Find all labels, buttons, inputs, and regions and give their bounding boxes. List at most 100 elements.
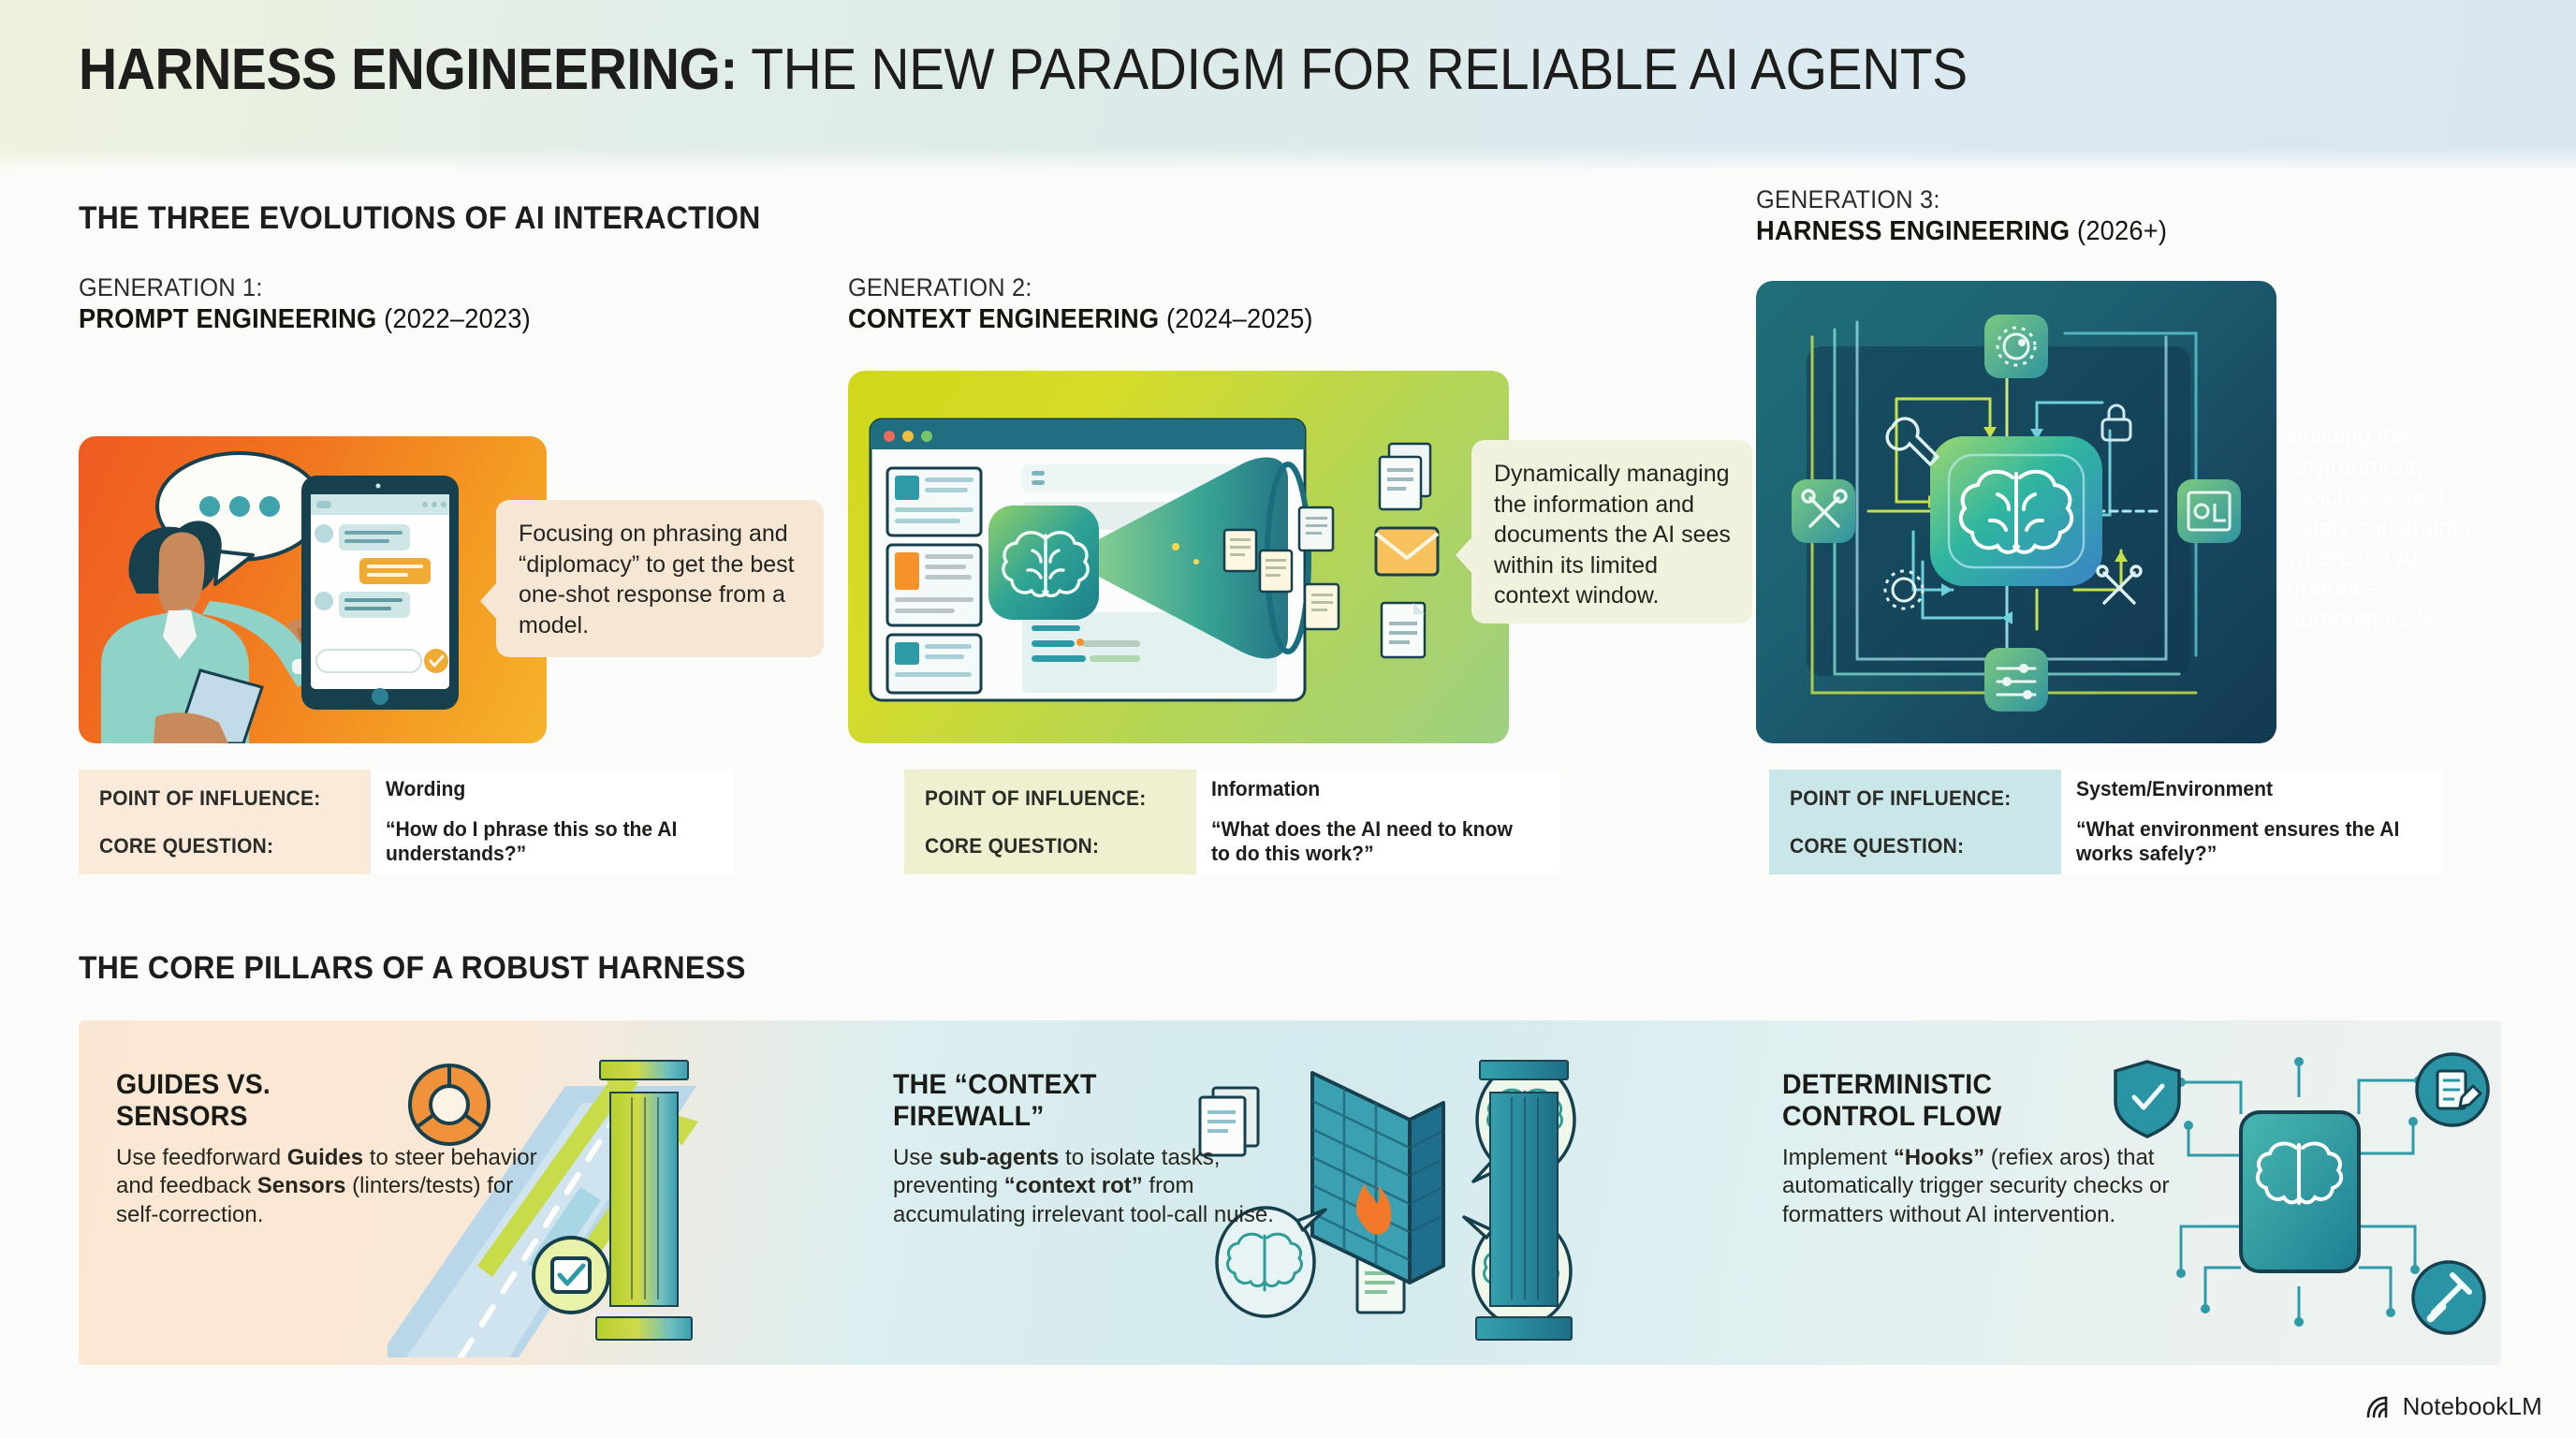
column-flute: [631, 1097, 633, 1299]
firewall-brick-wall: [1310, 1071, 1445, 1284]
deterministic-control-illustration: [2091, 1039, 2501, 1348]
generation-3-kicker: GENERATION 3:: [1756, 185, 1940, 213]
generation-2-callout-text: Dynamically managing the information and…: [1494, 461, 1731, 609]
cog-icon: [1883, 569, 1925, 610]
evolutions-section-heading: THE THREE EVOLUTIONS OF AI INTERACTION: [79, 200, 761, 236]
question-label: CORE QUESTION:: [1790, 833, 1965, 858]
fact-labels: POINT OF INFLUENCE: CORE QUESTION:: [79, 770, 371, 874]
document-edit-icon: [2415, 1052, 2490, 1127]
page-title-light: THE NEW PARADIGM FOR RELIABLE AI AGENTS: [737, 37, 1968, 102]
influence-label: POINT OF INFLUENCE:: [99, 785, 321, 810]
envelope-icon: [1374, 526, 1440, 577]
pillar-3-text: DETERMINISTIC CONTROL FLOW Implement “Ho…: [1782, 1069, 2222, 1229]
generation-2-kicker: GENERATION 2:: [848, 273, 1032, 301]
generation-3-facts: POINT OF INFLUENCE: CORE QUESTION: Syste…: [1769, 770, 2443, 874]
generation-2-callout: Dynamically managing the information and…: [1456, 440, 1752, 624]
chat-bubble-incoming-1: [315, 524, 410, 550]
column-flute: [1524, 1097, 1526, 1299]
tools-icon: [2096, 565, 2143, 605]
pillar-column-2: [1475, 1060, 1573, 1341]
circuit-traces: [2179, 1062, 2419, 1322]
fact-values: System/Environment “What environment ens…: [2061, 770, 2443, 874]
callout-tail: [1456, 535, 1473, 575]
pillar-3-body: Implement “Hooks” (refiex aros) that aut…: [1782, 1144, 2170, 1227]
question-value: “How do I phrase this so the AI understa…: [386, 816, 678, 866]
pillars-section-heading: THE CORE PILLARS OF A ROBUST HARNESS: [79, 950, 746, 986]
generation-3-label: GENERATION 3: HARNESS ENGINEERING (2026+…: [1756, 185, 2167, 247]
generation-3-years: (2026+): [2070, 215, 2168, 246]
pillar-2-title-line2: FIREWALL”: [893, 1100, 1045, 1132]
generation-2-facts: POINT OF INFLUENCE: CORE QUESTION: Infor…: [904, 770, 1559, 874]
cpu-chip: [2239, 1110, 2361, 1273]
column-capital: [599, 1060, 689, 1080]
chat-bubble-outgoing: [359, 558, 431, 584]
generation-2-years: (2024–2025): [1159, 303, 1313, 334]
title-band: HARNESS ENGINEERING: THE NEW PARADIGM FO…: [0, 0, 2576, 172]
sensor-check-icon: [532, 1236, 610, 1314]
column-flute: [1537, 1097, 1539, 1299]
page-title-strong: HARNESS ENGINEERING:: [79, 37, 738, 102]
node-blueprint-right: [2177, 479, 2241, 543]
influence-label: POINT OF INFLUENCE:: [925, 785, 1147, 810]
column-flute: [644, 1097, 646, 1299]
question-value: “What does the AI need to know to do thi…: [1211, 816, 1513, 866]
document-card-1: [886, 466, 983, 537]
column-flute: [657, 1097, 659, 1299]
column-capital: [1479, 1060, 1569, 1080]
influence-value: System/Environment: [2076, 776, 2274, 800]
node-scissors-left: [1792, 479, 1855, 543]
generation-2-name: CONTEXT ENGINEERING (2024–2025): [848, 303, 1313, 335]
pillar-1-body: Use feedforward Guides to steer behavior…: [116, 1144, 537, 1227]
footer-brand-name: NotebookLM: [2402, 1392, 2542, 1420]
guides-sensors-illustration: [388, 1030, 790, 1357]
document-card-2: [886, 543, 983, 627]
generation-1-name-text: PROMPT ENGINEERING: [79, 303, 377, 334]
shield-check-icon: [2114, 1060, 2181, 1138]
chat-bubble-incoming-2: [315, 592, 410, 618]
fact-labels: POINT OF INFLUENCE: CORE QUESTION:: [1769, 770, 2061, 874]
brain-bubble-bottom-left: [1215, 1206, 1327, 1318]
pillar-2-title-line1: THE “CONTEXT: [893, 1069, 1097, 1100]
callout-tail: [480, 581, 498, 622]
generation-1-kicker: GENERATION 1:: [79, 273, 263, 301]
central-brain-node: [1930, 436, 2102, 586]
wrench-icon: [1885, 417, 1940, 467]
generation-2-name-text: CONTEXT ENGINEERING: [848, 303, 1160, 334]
column-base: [1475, 1316, 1573, 1341]
generation-3-illustration: [1756, 281, 2276, 743]
fact-values: Wording “How do I phrase this so the AI …: [371, 770, 734, 874]
generation-1-facts: POINT OF INFLUENCE: CORE QUESTION: Wordi…: [79, 770, 734, 874]
pillar-3-title-line1: DETERMINISTIC: [1782, 1069, 1993, 1100]
generation-1-years: (2022–2023): [376, 303, 531, 334]
influence-value: Information: [1211, 776, 1321, 800]
generation-3-callout: Building the environment, toolchains, an…: [2265, 403, 2499, 646]
pillar-1-text: GUIDES VS. SENSORS Use feedforward Guide…: [116, 1069, 556, 1229]
generation-3-callout-text: Building the environment, toolchains, an…: [2288, 423, 2470, 632]
tablet-device: [301, 476, 459, 710]
generation-1-name: PROMPT ENGINEERING (2022–2023): [79, 303, 531, 335]
generation-1-callout: Focusing on phrasing and “diplomacy” to …: [480, 500, 824, 657]
pillars-band: GUIDES VS. SENSORS Use feedforward Guide…: [79, 1020, 2501, 1365]
pillar-2-text: THE “CONTEXT FIREWALL” Use sub-agents to…: [893, 1069, 1314, 1229]
page-title: HARNESS ENGINEERING: THE NEW PARADIGM FO…: [79, 41, 2318, 99]
generation-3-name: HARNESS ENGINEERING (2026+): [1756, 215, 2167, 247]
footer-brand: NotebookLM: [2365, 1392, 2542, 1421]
fact-labels: POINT OF INFLUENCE: CORE QUESTION:: [904, 770, 1196, 874]
pillar-3-title-line2: CONTROL FLOW: [1782, 1100, 2002, 1132]
generation-2-illustration: [848, 371, 1509, 743]
node-gear-top: [1984, 315, 2048, 378]
column-base: [595, 1316, 693, 1341]
flying-documents: [1222, 442, 1440, 659]
question-value: “What environment ensures the AI works s…: [2076, 816, 2400, 866]
document-stack-icon: [1198, 1086, 1260, 1157]
question-label: CORE QUESTION:: [925, 833, 1100, 858]
generation-2-label: GENERATION 2: CONTEXT ENGINEERING (2024–…: [848, 273, 1313, 335]
question-label: CORE QUESTION:: [99, 833, 274, 858]
pillar-2-body: Use sub-agents to isolate tasks, prevent…: [893, 1144, 1274, 1227]
pillar-1-title-line1: GUIDES VS.: [116, 1069, 271, 1100]
generation-1-illustration: [79, 436, 547, 743]
brain-chip-icon: [988, 506, 1099, 620]
fact-values: Information “What does the AI need to kn…: [1196, 770, 1559, 874]
pillar-column-1: [595, 1060, 693, 1341]
